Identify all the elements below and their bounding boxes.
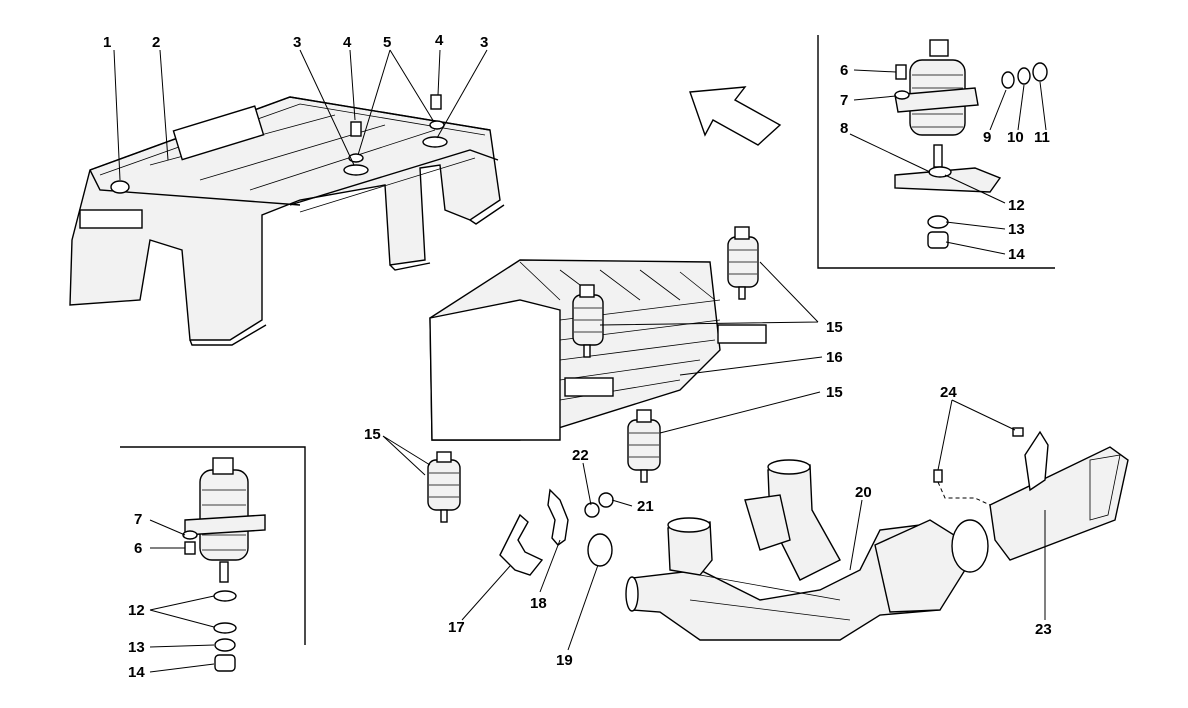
callout-6b: 6 (134, 540, 142, 557)
mount-top-nut (929, 39, 949, 57)
callout-15b: 15 (826, 384, 843, 401)
callout-6a: 6 (840, 62, 848, 79)
callout-numbers: 1 2 3 4 5 4 3 6 7 8 9 10 11 12 13 14 15 … (103, 32, 1052, 681)
washer-5b (429, 120, 445, 130)
washer-7-inset (182, 530, 198, 540)
callout-1: 1 (103, 34, 111, 51)
callout-17: 17 (448, 619, 465, 636)
washer-7 (894, 90, 910, 100)
screw-24b (933, 469, 943, 483)
bolt-4a (350, 121, 362, 137)
callout-15c: 15 (364, 426, 381, 443)
exhaust-pipe-20 (625, 459, 989, 641)
callout-19: 19 (556, 652, 573, 669)
callout-18: 18 (530, 595, 547, 612)
callout-3b: 3 (480, 34, 488, 51)
mount-inset-top (894, 39, 1048, 249)
callout-13b: 13 (128, 639, 145, 656)
bracket (79, 209, 143, 229)
washer-5a (348, 153, 364, 163)
callout-20: 20 (855, 484, 872, 501)
callout-22: 22 (572, 447, 589, 464)
callout-4b: 4 (435, 32, 444, 49)
nut-1 (110, 180, 130, 194)
callout-14a: 14 (1008, 246, 1025, 263)
washer-22 (584, 502, 600, 518)
leader-lines (113, 49, 1047, 673)
washer-3b (422, 136, 448, 148)
callout-14b: 14 (128, 664, 145, 681)
nut-21 (598, 492, 614, 508)
muffler-bracket-left (564, 377, 614, 397)
screw-24a (1012, 427, 1024, 437)
washer-13-inset (214, 638, 236, 652)
nut-11 (1032, 62, 1048, 82)
heat-shield-cover (69, 96, 505, 346)
ring-19 (587, 533, 613, 567)
callout-7a: 7 (840, 92, 848, 109)
callout-10: 10 (1007, 129, 1024, 146)
inset-frame-bottom-left (120, 446, 306, 645)
nut-14 (927, 231, 949, 249)
callout-7b: 7 (134, 511, 142, 528)
callout-2: 2 (152, 34, 160, 51)
front-direction-arrow (689, 86, 782, 146)
mount-15-middle (572, 284, 604, 358)
callout-23: 23 (1035, 621, 1052, 638)
callout-15a: 15 (826, 319, 843, 336)
washer-10 (1017, 67, 1031, 85)
mount-15-top-right (727, 226, 759, 300)
callout-5: 5 (383, 34, 391, 51)
clamp-18 (547, 488, 569, 546)
muffler-bracket-right (717, 324, 767, 344)
callout-13a: 13 (1008, 221, 1025, 238)
tailpipe-cover-23 (933, 427, 1129, 561)
mount-bottom-nut (212, 457, 234, 475)
callout-3a: 3 (293, 34, 301, 51)
callout-9: 9 (983, 129, 991, 146)
muffler (429, 259, 767, 441)
label-plate (172, 105, 265, 161)
washer-12-upper (213, 590, 237, 602)
mount-15-lower (627, 409, 661, 483)
washer-9 (1001, 71, 1015, 89)
callout-12b: 12 (128, 602, 145, 619)
inset-frame-top-right (817, 35, 1055, 269)
callout-8: 8 (840, 120, 848, 137)
callout-16: 16 (826, 349, 843, 366)
washer-3a (343, 164, 369, 176)
callout-12a: 12 (1008, 197, 1025, 214)
mount-inset-bottom (182, 457, 266, 672)
callout-21: 21 (637, 498, 654, 515)
callout-4a: 4 (343, 34, 352, 51)
callout-11: 11 (1034, 129, 1050, 146)
bolt-4b (430, 94, 442, 110)
heat-shield-fasteners (110, 94, 448, 194)
bolt-6 (895, 64, 907, 80)
plate-8 (894, 167, 1002, 193)
mount-15-left (427, 451, 461, 523)
clamp-17 (499, 513, 544, 576)
nut-14-inset (214, 654, 236, 672)
washer-13 (927, 215, 949, 229)
washer-12-lower (213, 622, 237, 634)
callout-24: 24 (940, 384, 957, 401)
bolt-6-inset (184, 541, 196, 555)
tailpipe-bracket (1024, 430, 1049, 492)
